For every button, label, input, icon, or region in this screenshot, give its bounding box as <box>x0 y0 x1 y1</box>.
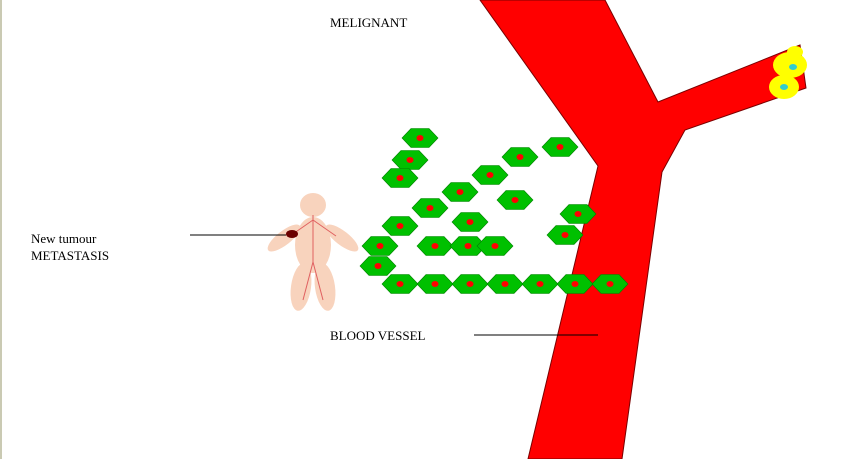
tumour-cell-nucleus <box>516 154 524 160</box>
yellow-cell-cluster <box>769 46 807 99</box>
tumour-cell <box>521 274 559 294</box>
tumour-cell-nucleus <box>406 157 414 163</box>
tumour-cell <box>486 274 524 294</box>
tumour-cell <box>471 165 509 185</box>
blood-vessel <box>479 0 807 459</box>
tumour-cell <box>381 274 419 294</box>
right-leg <box>314 263 336 311</box>
tumour-cell-nucleus <box>511 197 519 203</box>
tumour-cell-nucleus <box>431 281 439 287</box>
tumour-cell-nucleus <box>396 281 404 287</box>
tumour-cell-nucleus <box>536 281 544 287</box>
human-figure <box>267 193 359 311</box>
tumour-cell <box>541 137 579 157</box>
tumour-cell-nucleus <box>501 281 509 287</box>
tumour-cell <box>546 225 584 245</box>
tumour-cell-nucleus <box>466 281 474 287</box>
tumour-cell-nucleus <box>561 232 569 238</box>
tumour-cell-nucleus <box>486 172 494 178</box>
tumour-cell-nucleus <box>396 223 404 229</box>
tumour-cell-nucleus <box>374 263 382 269</box>
title-label: MELIGNANT <box>330 15 407 30</box>
blood-vessel-label: BLOOD VESSEL <box>330 328 426 343</box>
right-arm <box>325 224 359 252</box>
tumour-cell-nucleus <box>574 211 582 217</box>
tumour-cell <box>496 190 534 210</box>
tumour-cell-nucleus <box>491 243 499 249</box>
yellow-cell <box>773 52 807 78</box>
tumour-cell <box>361 236 399 256</box>
tumour-cell-nucleus <box>376 243 384 249</box>
tumour-cell-nucleus <box>416 135 424 141</box>
tumour-cell <box>476 236 514 256</box>
tumour-cell <box>359 256 397 276</box>
tumour-cell <box>391 150 429 170</box>
tumour-cell <box>451 274 489 294</box>
tumour-cell-nucleus <box>426 205 434 211</box>
left-leg <box>290 263 312 311</box>
tumour-cell-nucleus <box>464 243 472 249</box>
metastasis-label: METASTASIS <box>31 248 109 263</box>
tumour-cell <box>449 236 487 256</box>
tumour-cell <box>381 216 419 236</box>
tumour-cell-nucleus <box>556 144 564 150</box>
tumour-cell-nucleus <box>466 219 474 225</box>
tumour-cell-nucleus <box>606 281 614 287</box>
yellow-cell <box>787 46 803 58</box>
tumour-cell <box>441 182 479 202</box>
tumour-cell <box>451 212 489 232</box>
tumour-cell <box>401 128 439 148</box>
tumour-cells <box>359 128 629 294</box>
head <box>300 193 326 217</box>
tumour-cell <box>501 147 539 167</box>
tumour-cell-nucleus <box>456 189 464 195</box>
yellow-cell-nucleus <box>780 84 788 90</box>
tumour-cell-nucleus <box>431 243 439 249</box>
tumour-cell <box>411 198 449 218</box>
tumour-cell <box>559 204 597 224</box>
new-tumour-label: New tumour <box>31 231 97 246</box>
tumour-cell-nucleus <box>396 175 404 181</box>
tumour-cell <box>591 274 629 294</box>
tumour-cell <box>556 274 594 294</box>
tumour-cell <box>381 168 419 188</box>
tumour-cell <box>416 236 454 256</box>
tumour-cell-nucleus <box>571 281 579 287</box>
tumour-spot <box>286 230 298 238</box>
tumour-cell <box>416 274 454 294</box>
yellow-cell-nucleus <box>789 64 797 70</box>
